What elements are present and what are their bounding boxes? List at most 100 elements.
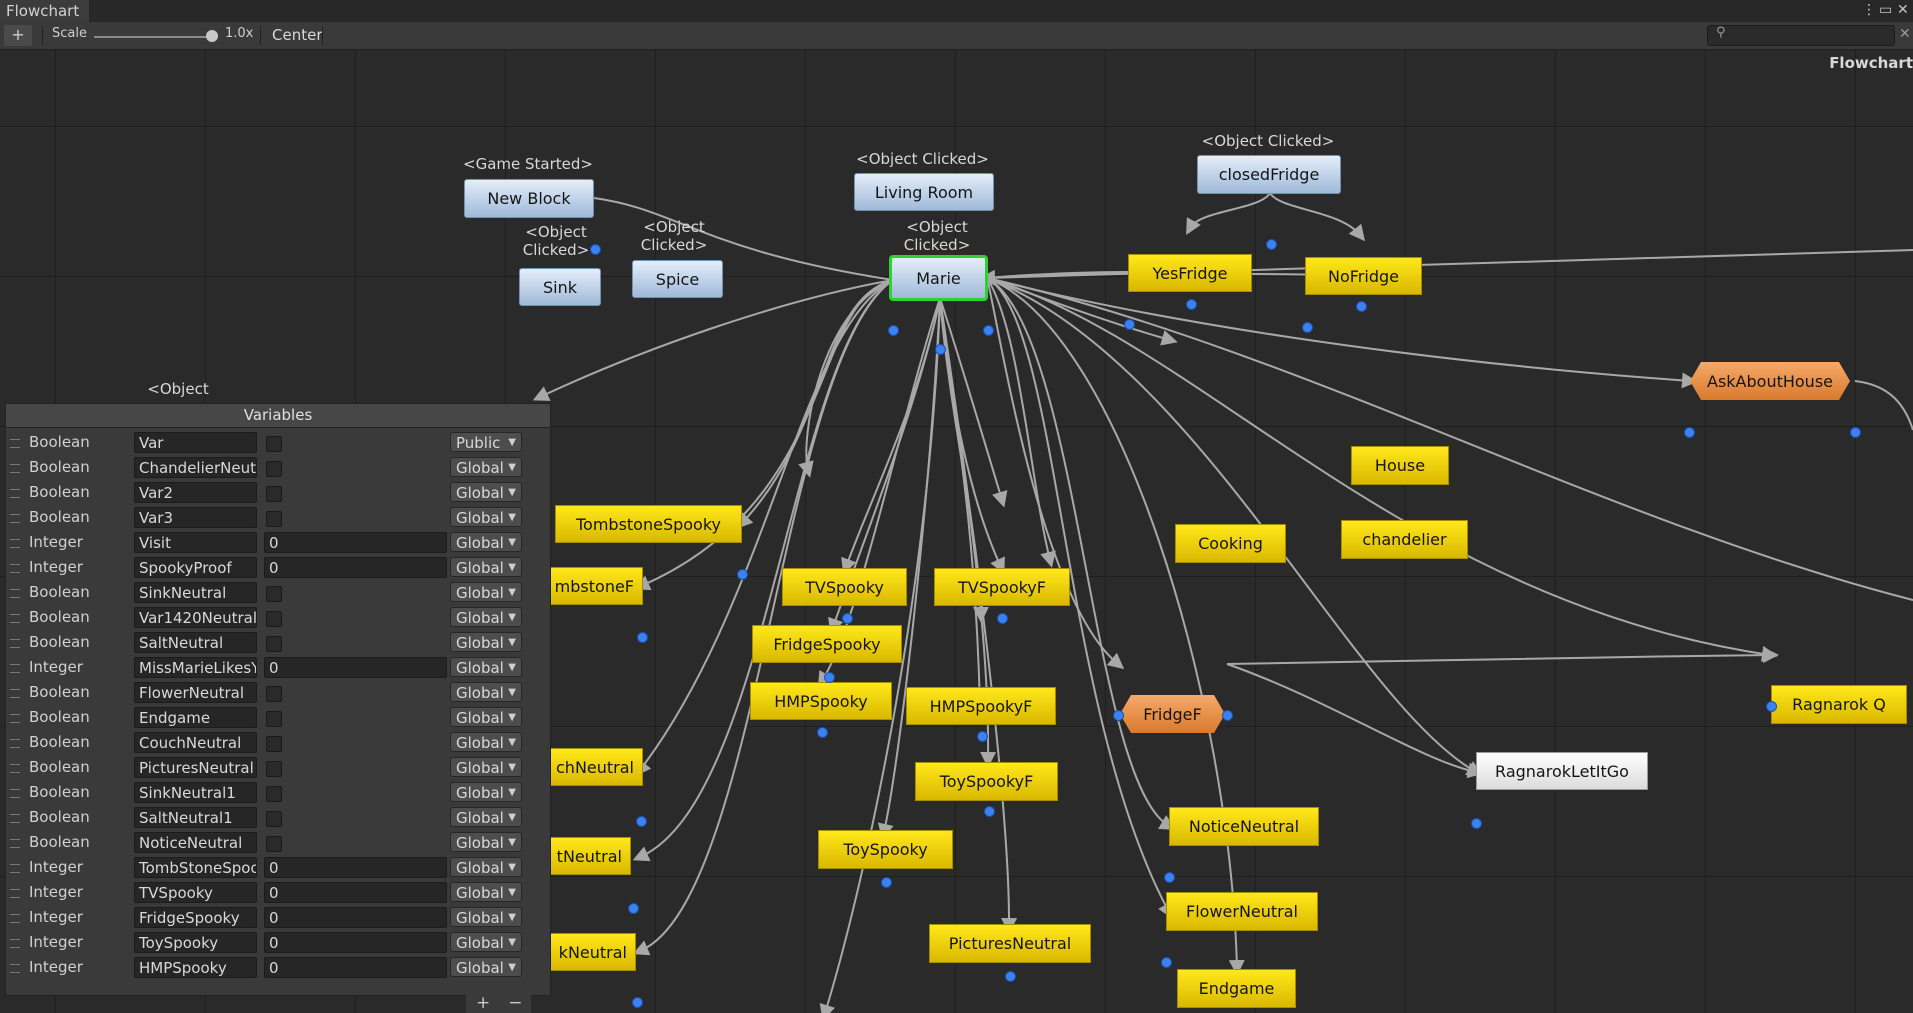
variable-scope-dropdown[interactable]: Global▼ <box>450 607 522 627</box>
drag-handle-icon[interactable] <box>10 614 20 623</box>
block-couch-neutral[interactable]: chNeutral <box>549 748 643 786</box>
drag-handle-icon[interactable] <box>10 889 20 898</box>
variable-name-field[interactable]: HMPSpooky <box>134 957 257 978</box>
variable-name-field[interactable]: SpookyProof <box>134 557 257 578</box>
variable-name-field[interactable]: FlowerNeutral <box>134 682 257 703</box>
block-marie[interactable]: Marie <box>889 255 988 301</box>
variable-name-field[interactable]: PicturesNeutral <box>134 757 257 778</box>
block-sink-neutral[interactable]: kNeutral <box>549 933 636 971</box>
variable-scope-dropdown[interactable]: Global▼ <box>450 532 522 552</box>
block-yes-fridge[interactable]: YesFridge <box>1128 254 1252 292</box>
variable-name-field[interactable]: FridgeSpooky <box>134 907 257 928</box>
variable-value-checkbox[interactable] <box>266 811 282 827</box>
variable-scope-dropdown[interactable]: Global▼ <box>450 657 522 677</box>
drag-handle-icon[interactable] <box>10 539 20 548</box>
variable-value-field[interactable]: 0 <box>264 932 447 953</box>
drag-handle-icon[interactable] <box>10 864 20 873</box>
drag-handle-icon[interactable] <box>10 814 20 823</box>
drag-handle-icon[interactable] <box>10 964 20 973</box>
drag-handle-icon[interactable] <box>10 689 20 698</box>
drag-handle-icon[interactable] <box>10 764 20 773</box>
variable-name-field[interactable]: Endgame <box>134 707 257 728</box>
drag-handle-icon[interactable] <box>10 914 20 923</box>
drag-handle-icon[interactable] <box>10 639 20 648</box>
variable-value-checkbox[interactable] <box>266 486 282 502</box>
drag-handle-icon[interactable] <box>10 439 20 448</box>
block-new-block[interactable]: New Block <box>464 179 594 218</box>
block-closed-fridge[interactable]: closedFridge <box>1197 155 1341 194</box>
block-house[interactable]: House <box>1351 446 1449 485</box>
variable-value-field[interactable]: 0 <box>264 657 447 678</box>
variable-scope-dropdown[interactable]: Global▼ <box>450 557 522 577</box>
maximize-icon[interactable]: ▭ <box>1879 2 1893 18</box>
variable-value-field[interactable]: 0 <box>264 882 447 903</box>
variable-name-field[interactable]: Var <box>134 432 257 453</box>
block-fridge-f[interactable]: FridgeF <box>1120 695 1225 733</box>
drag-handle-icon[interactable] <box>10 939 20 948</box>
variable-name-field[interactable]: SinkNeutral <box>134 582 257 603</box>
variable-name-field[interactable]: Var3 <box>134 507 257 528</box>
drag-handle-icon[interactable] <box>10 514 20 523</box>
variable-scope-dropdown[interactable]: Global▼ <box>450 757 522 777</box>
block-no-fridge[interactable]: NoFridge <box>1305 257 1422 295</box>
scale-slider-handle[interactable] <box>206 30 218 42</box>
variable-scope-dropdown[interactable]: Global▼ <box>450 482 522 502</box>
variable-scope-dropdown[interactable]: Public▼ <box>450 432 522 452</box>
variable-value-checkbox[interactable] <box>266 436 282 452</box>
variable-value-checkbox[interactable] <box>266 736 282 752</box>
drag-handle-icon[interactable] <box>10 839 20 848</box>
block-toy-spooky[interactable]: ToySpooky <box>818 830 953 869</box>
drag-handle-icon[interactable] <box>10 489 20 498</box>
variable-value-checkbox[interactable] <box>266 611 282 627</box>
flowchart-canvas[interactable]: Flowchart <Game Started> <Object Clicked… <box>0 50 1913 1013</box>
remove-variable-button[interactable]: − <box>508 993 523 1013</box>
variable-scope-dropdown[interactable]: Global▼ <box>450 882 522 902</box>
block-cooking[interactable]: Cooking <box>1175 524 1286 563</box>
more-options-icon[interactable]: ⋮ <box>1862 2 1876 18</box>
block-sink[interactable]: Sink <box>519 268 601 306</box>
variable-name-field[interactable]: SinkNeutral1 <box>134 782 257 803</box>
block-tv-spooky[interactable]: TVSpooky <box>782 568 907 606</box>
variable-scope-dropdown[interactable]: Global▼ <box>450 732 522 752</box>
variable-scope-dropdown[interactable]: Global▼ <box>450 682 522 702</box>
drag-handle-icon[interactable] <box>10 664 20 673</box>
block-ragnarok-q[interactable]: Ragnarok Q <box>1771 685 1907 724</box>
drag-handle-icon[interactable] <box>10 714 20 723</box>
variable-value-checkbox[interactable] <box>266 786 282 802</box>
variable-name-field[interactable]: MissMarieLikesYou <box>134 657 257 678</box>
variable-scope-dropdown[interactable]: Global▼ <box>450 957 522 977</box>
variable-value-checkbox[interactable] <box>266 636 282 652</box>
variable-value-field[interactable]: 0 <box>264 857 447 878</box>
drag-handle-icon[interactable] <box>10 739 20 748</box>
variable-name-field[interactable]: Var2 <box>134 482 257 503</box>
drag-handle-icon[interactable] <box>10 564 20 573</box>
block-hmp-spooky[interactable]: HMPSpooky <box>750 682 892 720</box>
variable-scope-dropdown[interactable]: Global▼ <box>450 507 522 527</box>
clear-search-icon[interactable]: ✕ <box>1899 26 1911 42</box>
variable-name-field[interactable]: ToySpooky <box>134 932 257 953</box>
block-notice-neutral[interactable]: NoticeNeutral <box>1169 807 1319 846</box>
variable-scope-dropdown[interactable]: Global▼ <box>450 632 522 652</box>
variable-name-field[interactable]: NoticeNeutral <box>134 832 257 853</box>
block-hmp-spooky-f[interactable]: HMPSpookyF <box>906 687 1056 725</box>
block-flower-neutral[interactable]: FlowerNeutral <box>1166 892 1318 931</box>
tab-flowchart[interactable]: Flowchart <box>0 0 90 22</box>
add-variable-button[interactable]: + <box>476 993 491 1013</box>
variable-scope-dropdown[interactable]: Global▼ <box>450 782 522 802</box>
variable-name-field[interactable]: TVSpooky <box>134 882 257 903</box>
block-tombstone-spooky[interactable]: TombstoneSpooky <box>555 505 742 543</box>
block-chandelier[interactable]: chandelier <box>1341 520 1468 559</box>
variable-scope-dropdown[interactable]: Global▼ <box>450 832 522 852</box>
variable-scope-dropdown[interactable]: Global▼ <box>450 907 522 927</box>
variable-scope-dropdown[interactable]: Global▼ <box>450 457 522 477</box>
variable-value-checkbox[interactable] <box>266 711 282 727</box>
variable-name-field[interactable]: TombStoneSpooky <box>134 857 257 878</box>
search-input[interactable]: ⚲ <box>1707 25 1895 46</box>
drag-handle-icon[interactable] <box>10 589 20 598</box>
variable-value-field[interactable]: 0 <box>264 532 447 553</box>
drag-handle-icon[interactable] <box>10 464 20 473</box>
block-endgame[interactable]: Endgame <box>1177 969 1296 1008</box>
variable-value-field[interactable]: 0 <box>264 957 447 978</box>
block-living-room[interactable]: Living Room <box>854 173 994 211</box>
block-toy-spooky-f[interactable]: ToySpookyF <box>915 762 1058 801</box>
